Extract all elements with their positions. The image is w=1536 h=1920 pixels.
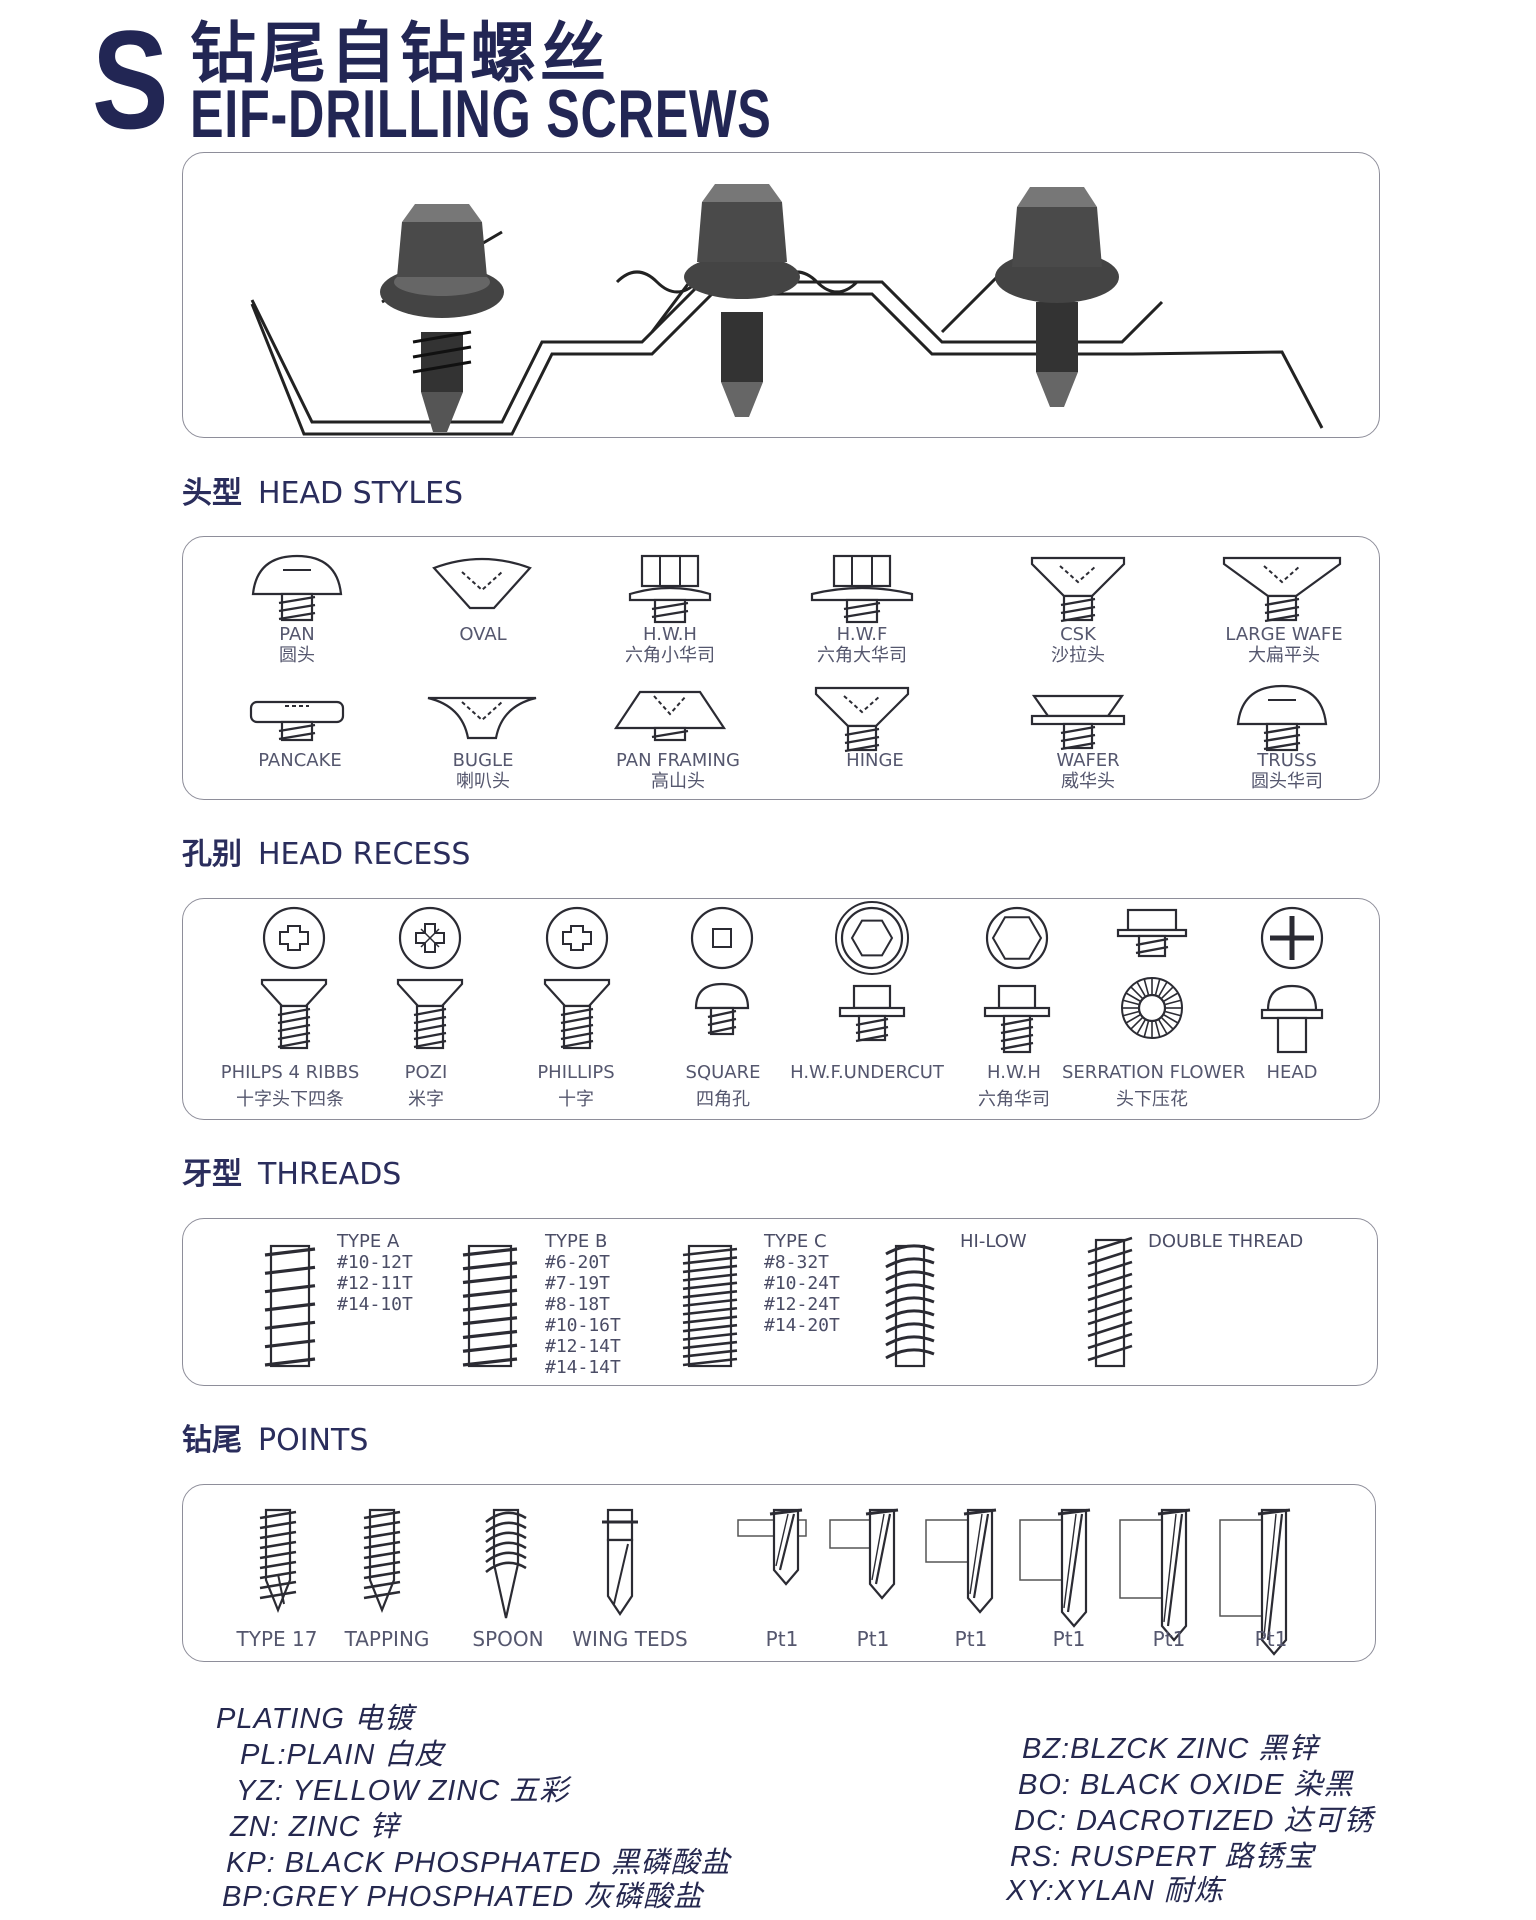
plating-left-1: YZ: YELLOW ZINC 五彩 (236, 1775, 570, 1807)
plating-heading: PLATING 电镀 (216, 1703, 414, 1735)
hwf-undercut-icon (835, 901, 909, 1043)
drill-point-icon (769, 1508, 803, 1586)
hero-illustration (250, 184, 1324, 436)
wafer-head-icon (1030, 694, 1126, 751)
header-letter: S (92, 1, 169, 158)
point-label: WING TEDS (572, 1627, 688, 1651)
head-style-label: OVAL (459, 624, 507, 645)
point-label: TAPPING (344, 1627, 430, 1651)
head-recess-icons (260, 901, 1324, 1054)
pan-head-icon (251, 554, 343, 622)
title-english: EIF-DRILLING SCREWS (190, 76, 772, 152)
head-styles-panel (182, 536, 1380, 800)
oval-head-icon (432, 557, 532, 610)
plating-right-3: RS: RUSPERT 路锈宝 (1010, 1841, 1315, 1873)
plating-left-0: PL:PLAIN 白皮 (240, 1739, 445, 1771)
spoon-point-icon (485, 1508, 527, 1619)
point-icons (259, 1508, 1291, 1656)
plating-left-2: ZN: ZINC 锌 (230, 1811, 400, 1843)
tapping-point-icon (363, 1508, 401, 1613)
drill-point-icon (1257, 1508, 1291, 1656)
point-label: Pt1 (1052, 1627, 1086, 1651)
point-label: SPOON (472, 1627, 544, 1651)
large-wafer-head-icon (1222, 556, 1342, 623)
square-recess-icon (690, 906, 754, 1036)
point-label: Pt1 (856, 1627, 890, 1651)
head-style-label: PANCAKE (258, 750, 342, 771)
hero-screw-3-icon (995, 187, 1119, 407)
plating-right-0: BZ:BLZCK ZINC 黑锌 (1022, 1733, 1319, 1765)
thread-double-thread-icon (1087, 1236, 1133, 1368)
thread-label: TYPE A#10-12T#12-11T#14-10T (337, 1231, 413, 1315)
hex-washer-head-icon (628, 554, 712, 624)
phillips-recess-icon (543, 906, 611, 1050)
hero-screw-1-icon (380, 204, 504, 432)
pozi-recess-icon (396, 906, 464, 1050)
point-label: Pt1 (954, 1627, 988, 1651)
head-style-label: HINGE (846, 750, 904, 771)
drill-point-icon (1057, 1508, 1091, 1628)
plating-left-4: BP:GREY PHOSPHATED 灰磷酸盐 (222, 1881, 704, 1913)
thread-type-b-icon (462, 1244, 518, 1368)
hex-washer-flange-icon (810, 554, 914, 624)
drill-point-icon (1157, 1508, 1191, 1642)
pan-framing-head-icon (613, 690, 727, 742)
truss-head-icon (1236, 684, 1328, 752)
serration-flower-icon (1116, 908, 1188, 1039)
type-17-point-icon (259, 1508, 297, 1613)
thread-label: HI-LOW (960, 1231, 1027, 1252)
hero-screw-2-icon (615, 184, 859, 417)
head-recess-label: H.W.F.UNDERCUT (790, 1062, 944, 1083)
thread-label: DOUBLE THREAD (1148, 1231, 1304, 1252)
head-recess-label: HEAD (1266, 1062, 1318, 1083)
plating-right-2: DC: DACROTIZED 达可锈 (1014, 1805, 1374, 1837)
thread-type-c-icon (682, 1244, 738, 1368)
drill-point-icon (963, 1508, 997, 1614)
point-label: Pt1 (1152, 1627, 1186, 1651)
philips-4-ribs-icon (260, 906, 328, 1050)
thread-label: TYPE C#8-32T#10-24T#12-24T#14-20T (764, 1231, 840, 1336)
slotted-head-icon (1260, 906, 1324, 1054)
point-label: Pt1 (1254, 1627, 1288, 1651)
countersunk-head-icon (1030, 556, 1126, 623)
threads-panel (182, 1218, 1378, 1386)
plating-right-4: XY:XYLAN 耐炼 (1006, 1875, 1224, 1907)
point-label: Pt1 (765, 1627, 799, 1651)
title-chinese: 钻尾自钻螺丝 (190, 15, 610, 92)
plating-right-1: BO: BLACK OXIDE 染黑 (1018, 1769, 1354, 1801)
thread-hi-low-icon (885, 1244, 935, 1368)
head-styles-icons (249, 554, 1342, 753)
hwh-recess-icon (983, 906, 1051, 1054)
thread-label: TYPE B#6-20T#7-19T#8-18T#10-16T#12-14T#1… (545, 1231, 621, 1378)
thread-icons (264, 1236, 1133, 1368)
bugle-head-icon (427, 696, 537, 740)
wing-teds-point-icon (602, 1508, 638, 1616)
point-label: TYPE 17 (236, 1627, 318, 1651)
thread-type-a-icon (264, 1244, 316, 1368)
plating-left-3: KP: BLACK PHOSPHATED 黑磷酸盐 (226, 1847, 731, 1879)
hinge-head-icon (814, 686, 910, 753)
drill-point-icon (865, 1508, 899, 1600)
pancake-head-icon (249, 700, 345, 742)
